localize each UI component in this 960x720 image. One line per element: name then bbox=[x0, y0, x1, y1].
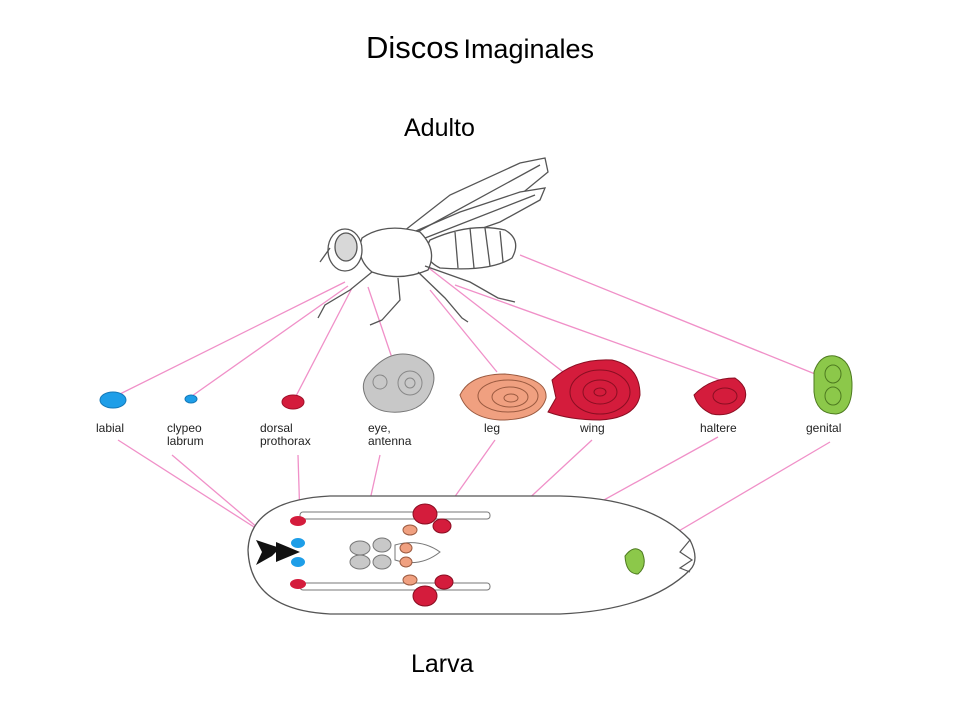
connector-eye-adult bbox=[367, 286, 393, 359]
fly-leg-middle bbox=[369, 277, 401, 326]
larva-dorsal-disc-lower bbox=[290, 579, 306, 589]
larva-mouth-hooks bbox=[256, 540, 280, 565]
haltere-disc bbox=[693, 377, 747, 416]
larva-trachea-upper bbox=[299, 511, 491, 520]
discs-row bbox=[99, 353, 853, 421]
fly-leg-hind-2 bbox=[424, 265, 516, 303]
connector-genital-adult bbox=[519, 254, 826, 379]
larva-wing-haltere-discs bbox=[412, 503, 454, 607]
genital-disc bbox=[813, 355, 853, 415]
label-wing: wing bbox=[580, 422, 605, 435]
label-clypeo-line1: clypeo bbox=[167, 421, 202, 435]
adult-connector-lines bbox=[117, 237, 826, 399]
connector-labial-adult bbox=[117, 281, 346, 396]
larva-genital-disc bbox=[624, 548, 645, 575]
label-dorsal: dorsal prothorax bbox=[260, 422, 311, 448]
labial-disc bbox=[99, 391, 127, 409]
label-wing-line1: wing bbox=[580, 421, 605, 435]
larva-dorsal-disc-upper bbox=[290, 516, 306, 526]
fly-eye bbox=[334, 232, 358, 262]
adult-heading: Adulto bbox=[404, 114, 475, 142]
fly-leg-front bbox=[317, 271, 373, 319]
dorsal-disc bbox=[281, 394, 305, 410]
label-clypeo: clypeo labrum bbox=[167, 422, 204, 448]
larva-labial-disc-upper bbox=[291, 538, 305, 548]
label-dorsal-line2: prothorax bbox=[260, 434, 311, 448]
larva-trachea-lower bbox=[299, 582, 491, 591]
title-part-1: Discos bbox=[365, 30, 459, 65]
adult-fly-drawing bbox=[317, 157, 549, 326]
label-haltere: haltere bbox=[700, 422, 737, 435]
fly-abdomen bbox=[426, 226, 517, 270]
fly-thorax bbox=[359, 227, 433, 278]
wing-disc bbox=[547, 359, 641, 421]
label-genital: genital bbox=[806, 422, 841, 435]
connector-clypeo-adult bbox=[191, 285, 349, 397]
label-clypeo-line2: labrum bbox=[167, 434, 204, 448]
connector-dorsal-adult bbox=[294, 287, 353, 399]
label-haltere-line1: haltere bbox=[700, 421, 737, 435]
fly-leg-hind bbox=[417, 271, 469, 323]
connector-haltere-adult bbox=[454, 284, 721, 381]
larva-heading: Larva bbox=[411, 650, 474, 678]
label-leg: leg bbox=[484, 422, 500, 435]
label-labial-line1: labial bbox=[96, 421, 125, 435]
larva-labial-disc-lower bbox=[291, 557, 305, 567]
label-labial: labial bbox=[96, 422, 124, 435]
label-genital-line1: genital bbox=[806, 421, 842, 435]
larva-eye-antenna-discs bbox=[349, 537, 392, 570]
label-eye: eye, antenna bbox=[368, 422, 411, 448]
label-leg-line1: leg bbox=[484, 421, 501, 435]
label-eye-line2: antenna bbox=[368, 434, 412, 448]
leg-disc bbox=[459, 373, 547, 421]
larva-drawing bbox=[247, 495, 696, 615]
label-eye-line1: eye, bbox=[368, 421, 391, 435]
clypeo-disc bbox=[184, 394, 198, 404]
page-title: Discos Imaginales bbox=[0, 30, 960, 66]
title-part-2: Imaginales bbox=[463, 34, 595, 64]
larva-leg-discs bbox=[399, 524, 418, 586]
connector-leg-adult bbox=[429, 289, 498, 373]
label-dorsal-line1: dorsal bbox=[260, 421, 293, 435]
eye-antenna-disc bbox=[362, 353, 435, 413]
